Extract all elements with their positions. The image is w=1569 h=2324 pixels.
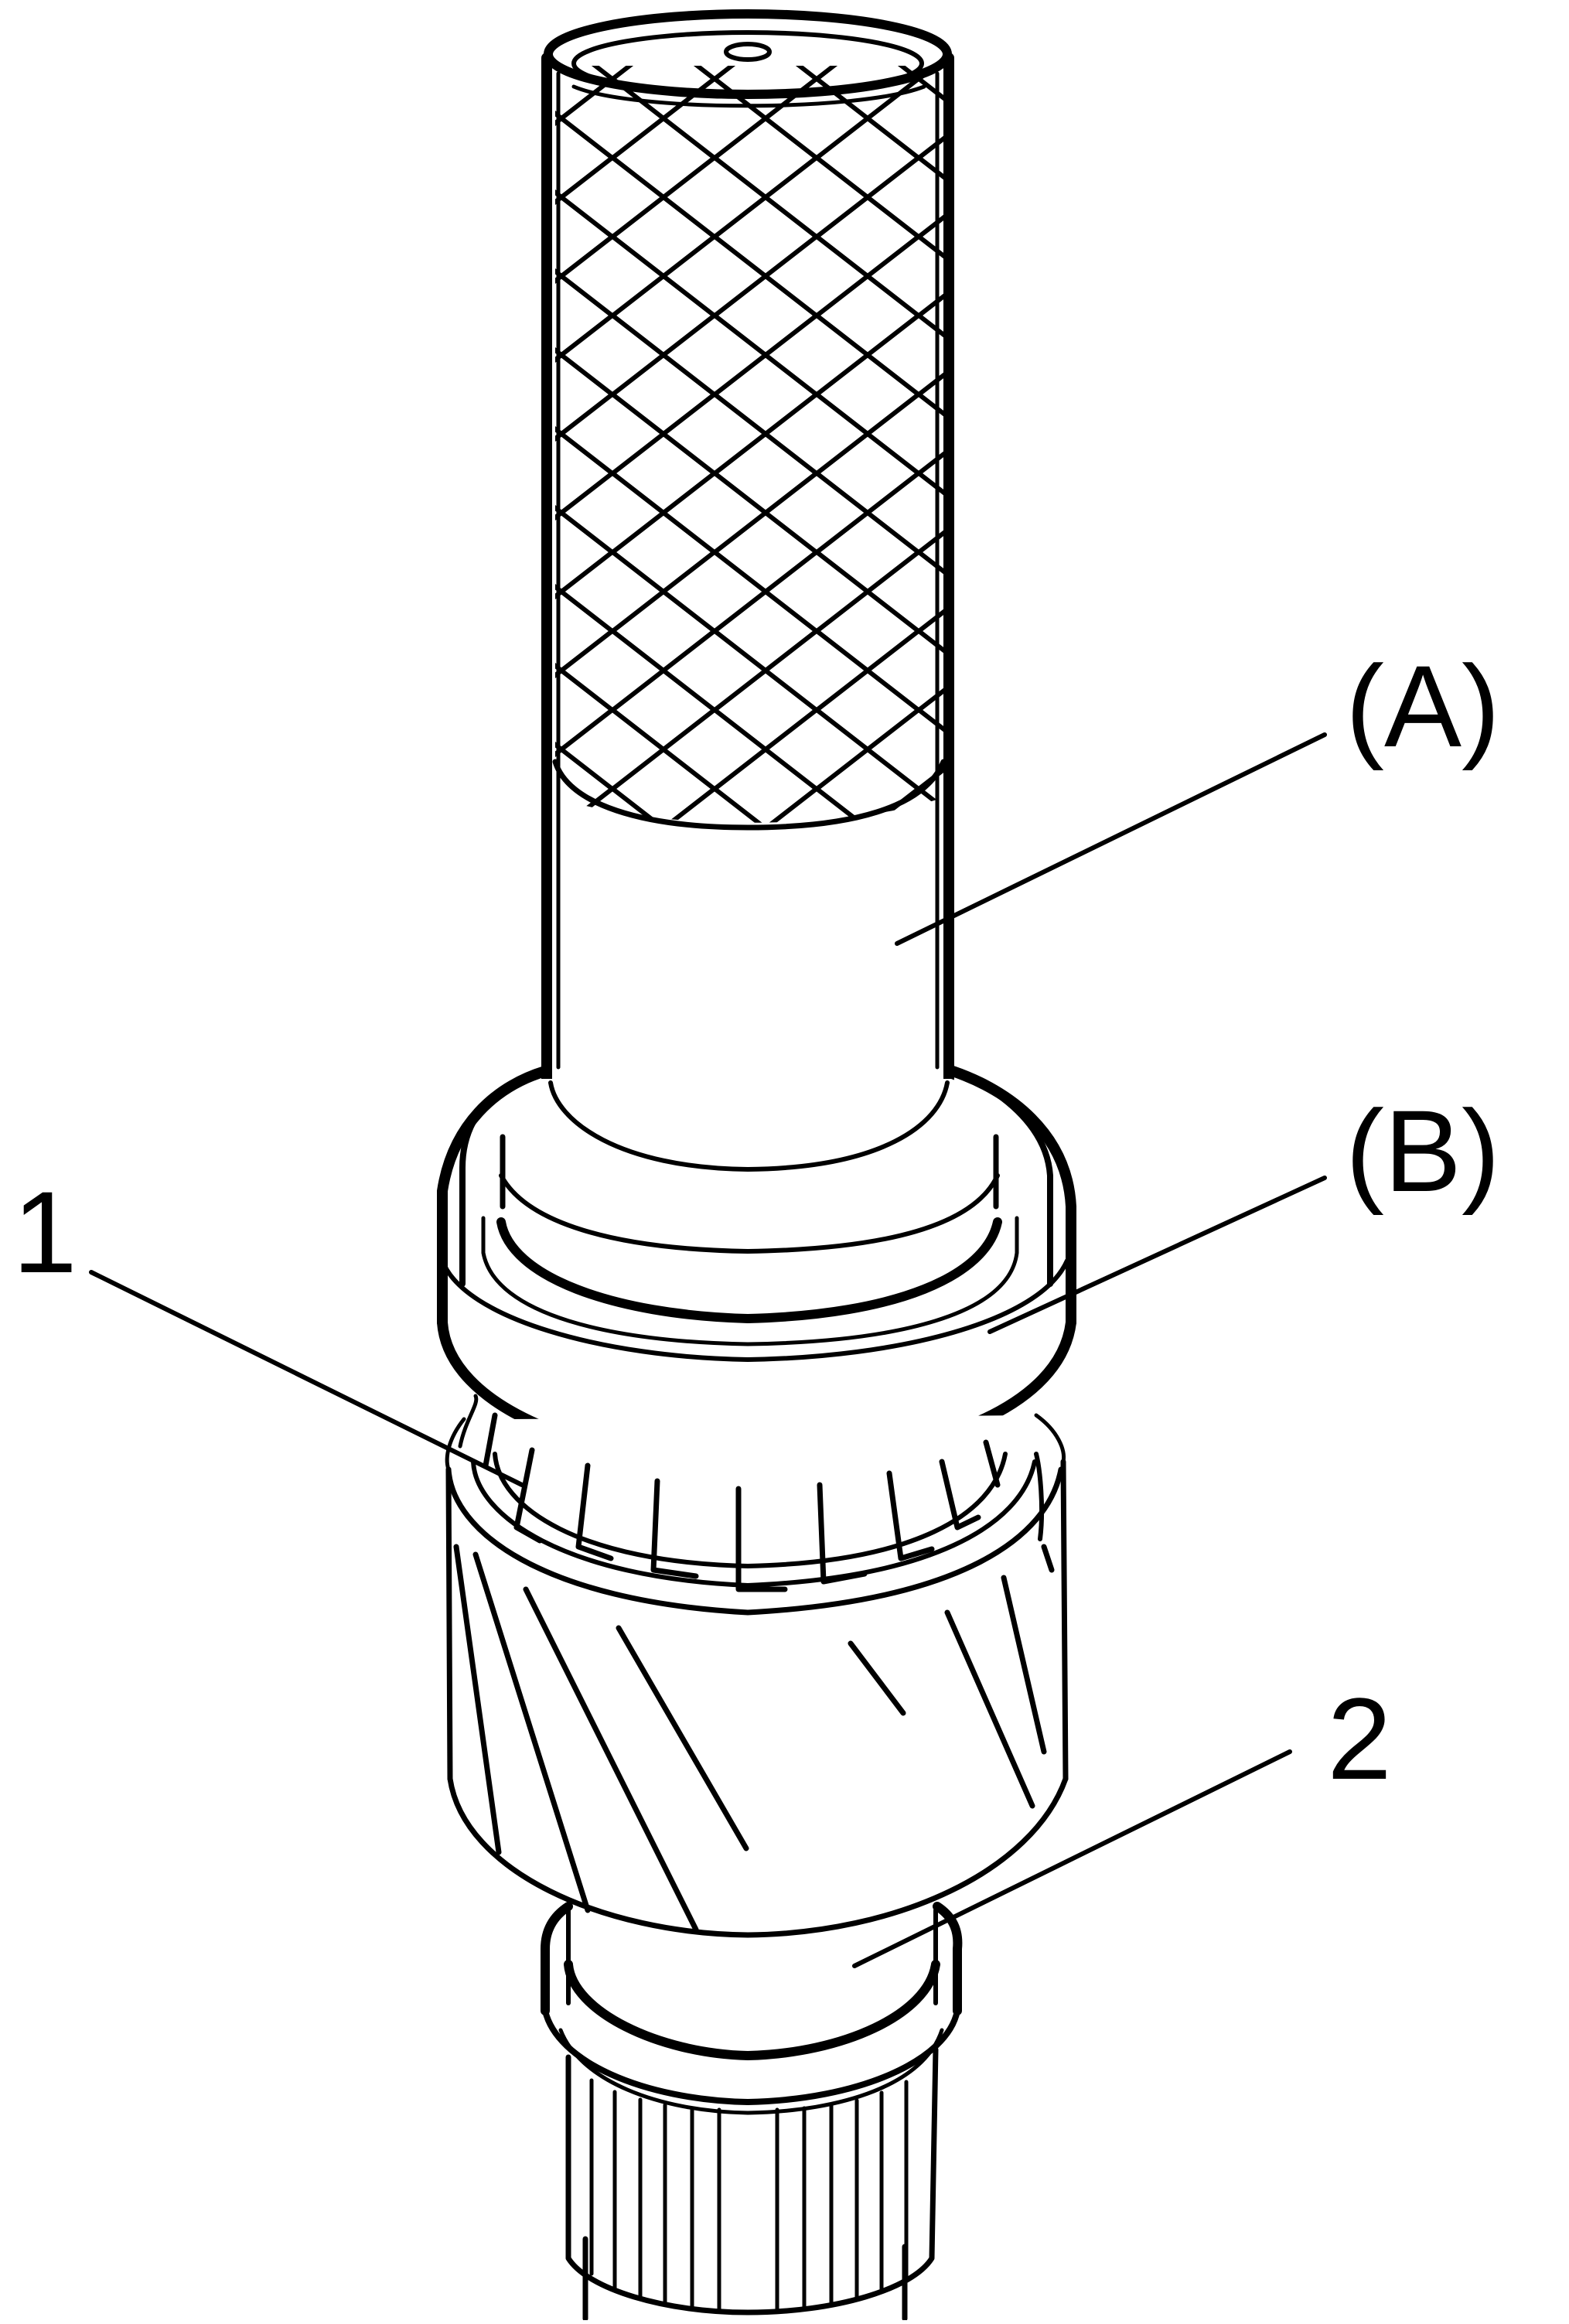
gear-part-2 (445, 1394, 1069, 1938)
knurl-pattern (555, 66, 946, 823)
callout-1: 1 (12, 1167, 77, 1297)
center-hole (724, 42, 772, 62)
leader-line-a (895, 732, 1327, 946)
leader-line-2 (852, 1749, 1292, 1968)
callout-b: (B) (1346, 1086, 1500, 1216)
tool-a-handle (541, 9, 954, 1084)
callout-a: (A) (1346, 641, 1500, 771)
leader-line-1 (89, 1270, 524, 1487)
shaft (541, 1902, 963, 2322)
tool-b-sleeve (437, 1066, 1076, 1469)
callout-2: 2 (1327, 1674, 1391, 1804)
leader-line-b (987, 1176, 1327, 1334)
